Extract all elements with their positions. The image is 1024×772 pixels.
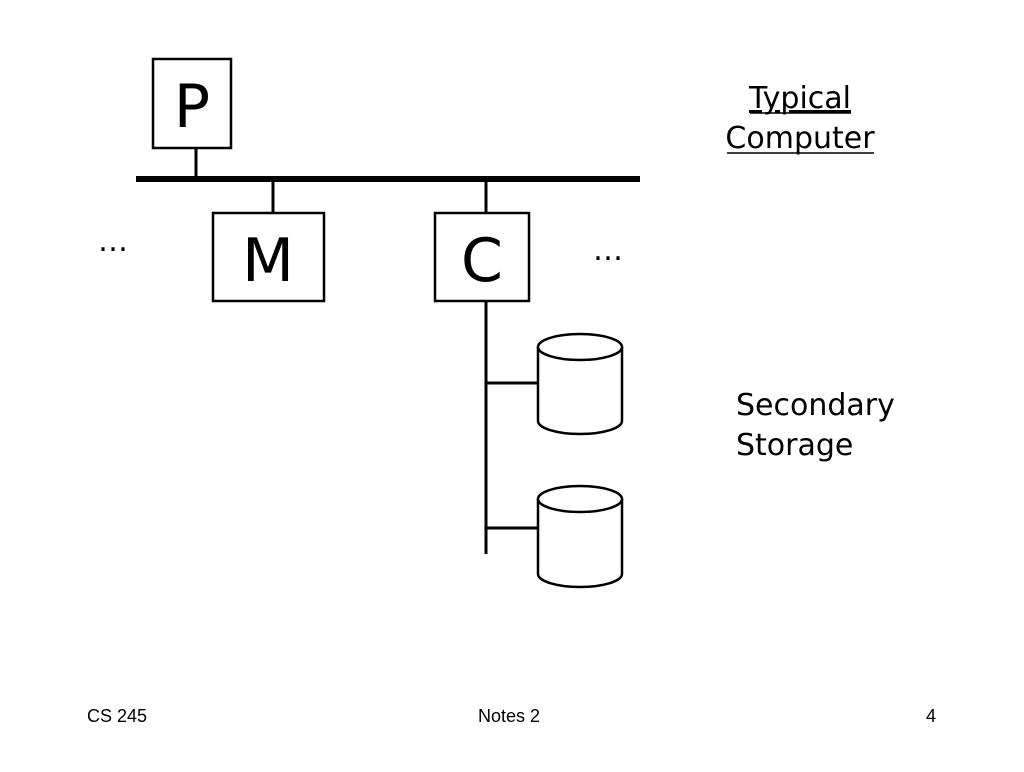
- memory-label: M: [242, 226, 294, 296]
- controller-box: [433, 211, 531, 303]
- footer-title: Notes 2: [478, 706, 541, 726]
- disk-2-icon: [536, 484, 624, 589]
- memory-box: [211, 211, 326, 303]
- footer-page-number: 4: [926, 706, 937, 726]
- storage-label-line-2: Storage: [736, 428, 853, 463]
- storage-label-line-1: Secondary: [736, 388, 895, 423]
- footer-course: CS 245: [87, 706, 148, 726]
- disk-1-icon: [536, 332, 624, 436]
- title-line-1: Typical: [748, 81, 851, 116]
- processor-label: P: [174, 72, 210, 142]
- title-line-2: Computer: [725, 121, 875, 156]
- ellipsis-left: …: [98, 224, 128, 259]
- controller-label: C: [461, 226, 503, 296]
- processor-box: [151, 57, 233, 150]
- ellipsis-right: …: [593, 233, 623, 268]
